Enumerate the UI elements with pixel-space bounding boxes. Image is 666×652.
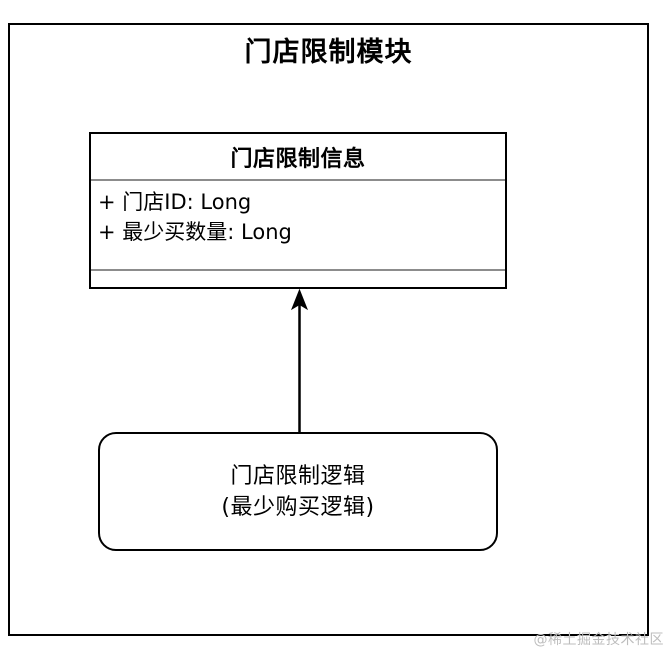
class-methods-empty-section bbox=[91, 269, 505, 287]
dependency-arrow bbox=[290, 288, 309, 434]
class-name: 门店限制信息 bbox=[230, 146, 366, 172]
class-attributes: + 门店ID: Long + 最少买数量: Long bbox=[91, 179, 505, 269]
class-box-store-restriction-info: 门店限制信息 + 门店ID: Long + 最少买数量: Long bbox=[89, 132, 507, 289]
class-attribute-store-id: + 门店ID: Long bbox=[98, 190, 252, 214]
class-attribute-min-buy-quantity: + 最少买数量: Long bbox=[98, 220, 292, 244]
module-title: 门店限制模块 bbox=[244, 37, 413, 68]
logic-node-store-restriction-logic: 门店限制逻辑 (最少购买逻辑) bbox=[98, 432, 498, 551]
module-boundary bbox=[8, 23, 649, 636]
logic-node-line1: 门店限制逻辑 bbox=[230, 463, 366, 489]
watermark: @稀土掘金技术社区 bbox=[533, 632, 664, 648]
logic-node-line2: (最少购买逻辑) bbox=[221, 494, 375, 520]
